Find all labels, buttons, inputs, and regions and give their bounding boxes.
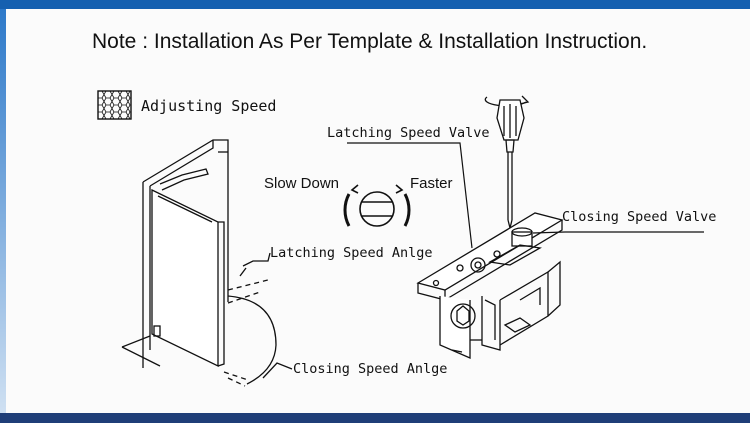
door-closer-body-icon bbox=[416, 212, 564, 359]
legend-label: Adjusting Speed bbox=[141, 97, 277, 115]
top-accent-bar bbox=[0, 0, 750, 9]
faster-label: Faster bbox=[410, 175, 453, 192]
label-leaders bbox=[347, 142, 704, 249]
installation-note: Note : Installation As Per Template & In… bbox=[92, 30, 648, 53]
closing-speed-valve-label: Closing Speed Valve bbox=[562, 209, 717, 225]
diagram-panel bbox=[6, 9, 750, 413]
slow-down-label: Slow Down bbox=[264, 175, 340, 192]
latching-speed-angle-label: Latching Speed Anlge bbox=[270, 245, 433, 261]
bottom-accent-bar bbox=[0, 413, 750, 423]
left-accent-stripe bbox=[0, 9, 6, 413]
hex-mesh-icon bbox=[97, 90, 132, 120]
screwdriver-icon bbox=[484, 95, 530, 229]
latching-speed-valve-label: Latching Speed Valve bbox=[327, 125, 490, 141]
speed-dial-icon bbox=[343, 184, 411, 227]
door-illustration bbox=[121, 139, 293, 387]
closing-speed-angle-label: Closing Speed Anlge bbox=[293, 361, 448, 377]
